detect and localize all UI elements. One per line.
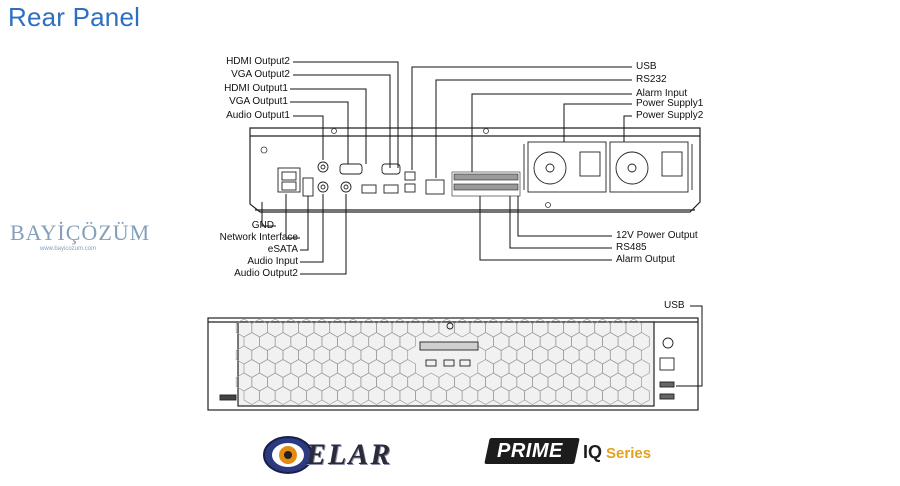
power-supply-1 bbox=[523, 141, 607, 193]
label-audio-input: Audio Input bbox=[247, 256, 298, 267]
elar-eye-logo bbox=[263, 436, 313, 474]
label-power-supply1: Power Supply1 bbox=[636, 98, 704, 109]
series-text: Series bbox=[606, 445, 652, 462]
label-esata: eSATA bbox=[267, 244, 298, 255]
label-alarm-output: Alarm Output bbox=[616, 254, 675, 265]
elar-brand: ELAR bbox=[262, 430, 422, 480]
watermark-main: BAYİÇÖZÜM bbox=[10, 220, 151, 245]
grille-hex bbox=[633, 386, 650, 405]
label-network-interface: Network Interface bbox=[219, 232, 298, 243]
label-usb-rear: USB bbox=[636, 61, 657, 72]
label-power-supply2: Power Supply2 bbox=[636, 110, 704, 121]
label-audio-output1: Audio Output1 bbox=[226, 110, 290, 121]
elar-wordmark: ELAR bbox=[306, 438, 393, 471]
left-port-group bbox=[277, 161, 445, 197]
label-vga-output1: VGA Output1 bbox=[229, 96, 288, 107]
label-rs485: RS485 bbox=[616, 242, 647, 253]
label-12v-power-output: 12V Power Output bbox=[616, 230, 698, 241]
label-audio-output2: Audio Output2 bbox=[234, 268, 298, 279]
label-hdmi-output1: HDMI Output1 bbox=[224, 83, 288, 94]
label-gnd: GND bbox=[251, 220, 274, 231]
iq-text: IQ bbox=[583, 442, 603, 462]
front-chassis bbox=[207, 317, 699, 411]
watermark: BAYİÇÖZÜM www.bayicozum.com bbox=[10, 220, 150, 252]
terminal-block bbox=[451, 171, 521, 197]
prime-wordmark: PRIME bbox=[497, 440, 563, 462]
watermark-sub: www.bayicozum.com bbox=[40, 246, 97, 252]
label-vga-output2: VGA Output2 bbox=[231, 69, 290, 80]
label-hdmi-output2: HDMI Output2 bbox=[226, 56, 290, 67]
label-usb-front: USB bbox=[664, 300, 685, 311]
label-rs232: RS232 bbox=[636, 74, 667, 85]
power-supply-2 bbox=[609, 141, 693, 193]
rear-chassis bbox=[249, 127, 701, 213]
label-alarm-input: Alarm Input bbox=[636, 88, 688, 99]
front-grille bbox=[235, 318, 650, 405]
page-title: Rear Panel bbox=[8, 2, 141, 32]
